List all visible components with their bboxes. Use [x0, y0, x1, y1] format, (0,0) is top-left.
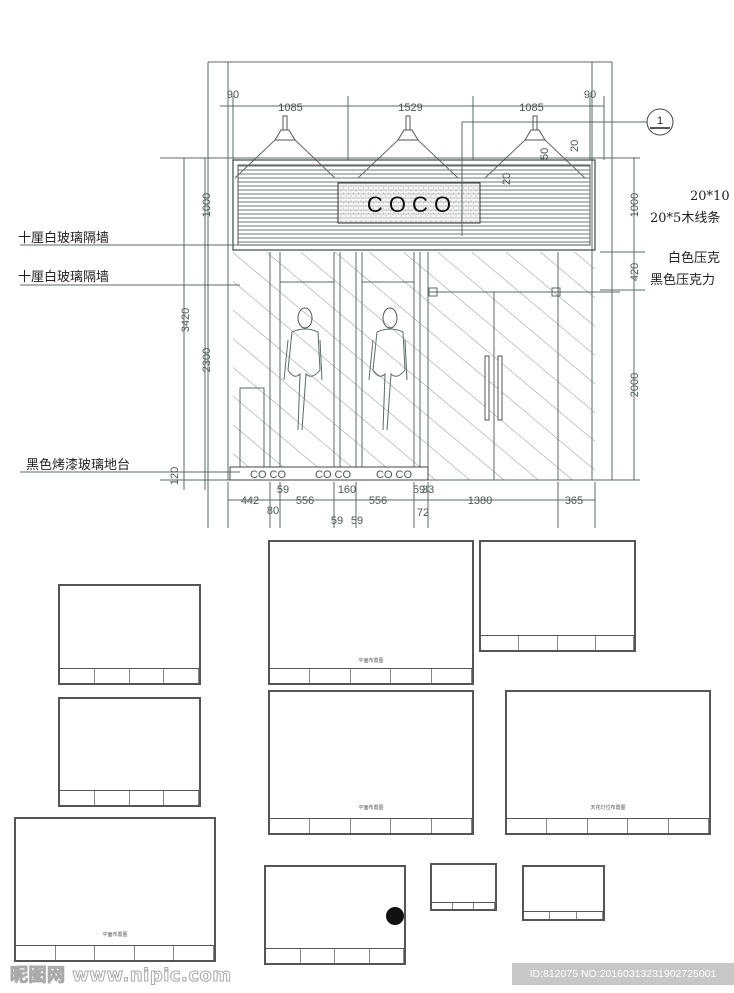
mannequin [368, 307, 408, 431]
svg-text:420: 420 [629, 263, 641, 281]
sheet-7[interactable]: 平面布置图 [14, 817, 216, 962]
svg-text:黑色压克力: 黑色压克力 [650, 272, 715, 288]
dim-label: 90 [227, 89, 239, 101]
mannequin [283, 307, 323, 431]
sheet-9[interactable] [430, 863, 497, 911]
glass-frames [239, 252, 620, 480]
svg-text:CO CO: CO CO [315, 469, 352, 481]
svg-text:2300: 2300 [201, 348, 213, 372]
sheet-5[interactable]: 平面布置图 [268, 690, 474, 835]
dim-label: 80 [267, 505, 279, 517]
dim-label: 1380 [468, 495, 492, 507]
watermark-logo: 昵图网 www.nipic.com [10, 965, 232, 987]
svg-text:20: 20 [501, 173, 513, 185]
dim-label: 59 [351, 515, 363, 527]
svg-text:20*5木线条: 20*5木线条 [650, 210, 720, 226]
svg-text:20*10: 20*10 [690, 189, 730, 204]
dim-label: 556 [296, 495, 314, 507]
svg-text:白色压克: 白色压克 [668, 250, 720, 266]
svg-text:20: 20 [569, 140, 581, 152]
svg-text:3420: 3420 [180, 308, 192, 332]
dim-label: 59 [413, 484, 425, 496]
svg-text:1000: 1000 [629, 193, 641, 217]
dim-label: 59 [277, 484, 289, 496]
dim-label: 90 [584, 89, 596, 101]
left-dimensions: 3420 1000 2300 120 [20, 158, 240, 490]
dim-label: 1529 [398, 102, 422, 114]
dim-label: 556 [369, 495, 387, 507]
dim-label: 1085 [278, 102, 302, 114]
svg-text:1000: 1000 [201, 193, 213, 217]
sheet-3[interactable] [479, 540, 636, 652]
dim-label: 365 [565, 495, 583, 507]
svg-text:CO CO: CO CO [376, 469, 413, 481]
sheet-1[interactable] [58, 584, 201, 685]
svg-text:1: 1 [657, 115, 663, 127]
dim-label: 160 [338, 484, 356, 496]
svg-text:120: 120 [169, 467, 181, 485]
label-plinth: 黑色烤漆玻璃地台 [26, 457, 130, 473]
dim-label: 59 [331, 515, 343, 527]
label-glass-wall-2: 十厘白玻璃隔墙 [18, 269, 109, 285]
sign-text: C O C O [367, 192, 451, 217]
right-dimensions: 1000 420 2000 [600, 158, 645, 480]
sheet-8[interactable] [264, 865, 406, 965]
sheet-2[interactable]: 平面布置图 [268, 540, 474, 685]
sheet-4[interactable] [58, 697, 201, 807]
sheet-6[interactable]: 天花灯位布置图 [505, 690, 711, 835]
svg-text:50: 50 [539, 148, 551, 160]
glass-plinth [229, 466, 429, 481]
svg-text:CO CO: CO CO [250, 469, 287, 481]
label-glass-wall-1: 十厘白玻璃隔墙 [18, 230, 109, 246]
storefront-elevation: C O C O 1 CO CO CO CO [18, 61, 730, 528]
image-id-bar: ID:812075 NO:20160313231902725001 [512, 963, 734, 985]
sheet-10[interactable] [522, 865, 605, 921]
sign-frame [232, 159, 596, 251]
dim-label: 442 [241, 495, 259, 507]
dim-label: 1085 [519, 102, 543, 114]
dim-label: 72 [417, 507, 429, 519]
svg-text:2000: 2000 [629, 373, 641, 397]
